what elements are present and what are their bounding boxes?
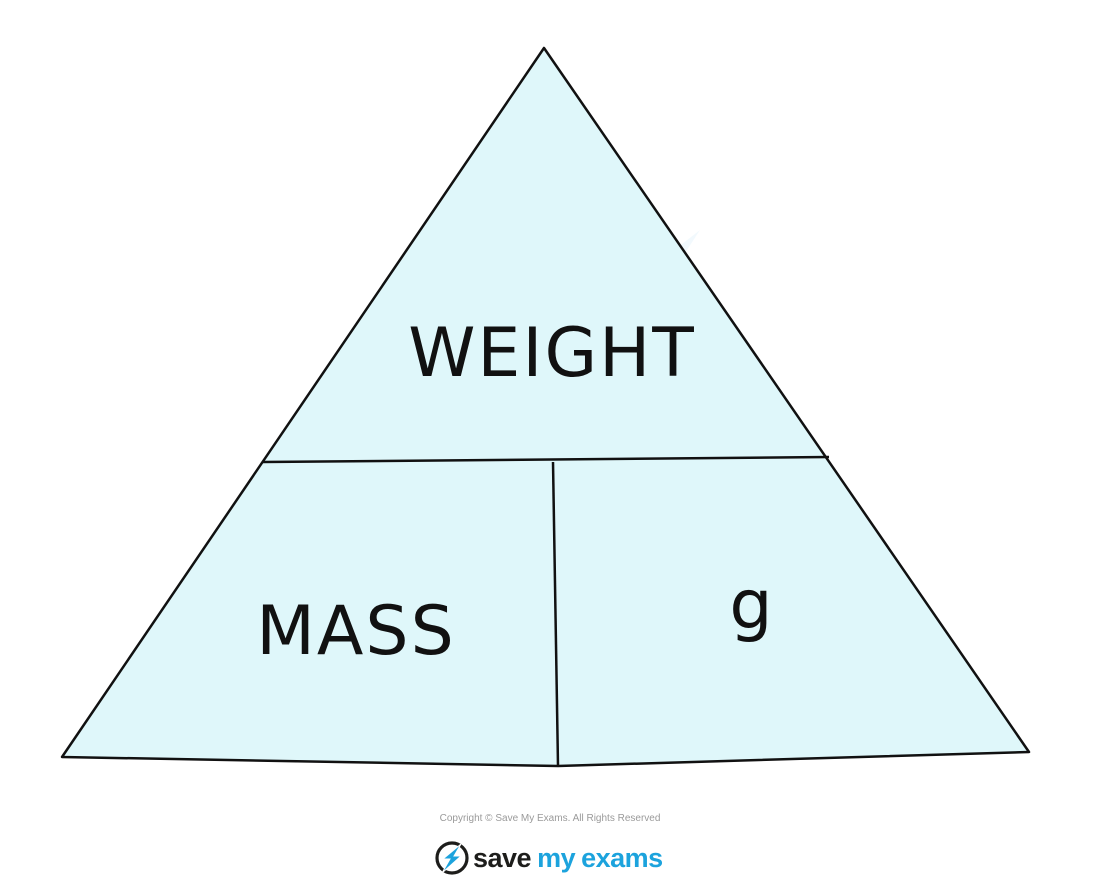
vertical-divider: [551, 461, 560, 767]
brand-word-my: my: [537, 842, 576, 873]
triangle-outline: [60, 46, 1031, 768]
mass-label: MASS: [256, 592, 456, 671]
weight-label: WEIGHT: [408, 314, 696, 393]
brand-word-exams: exams: [581, 842, 663, 873]
lightning-bolt-icon: [435, 841, 469, 875]
horizontal-divider: [262, 455, 830, 464]
g-label: g: [729, 566, 772, 645]
brand-word-save: save: [473, 842, 532, 873]
copyright-notice: Copyright © Save My Exams. All Rights Re…: [439, 813, 661, 824]
